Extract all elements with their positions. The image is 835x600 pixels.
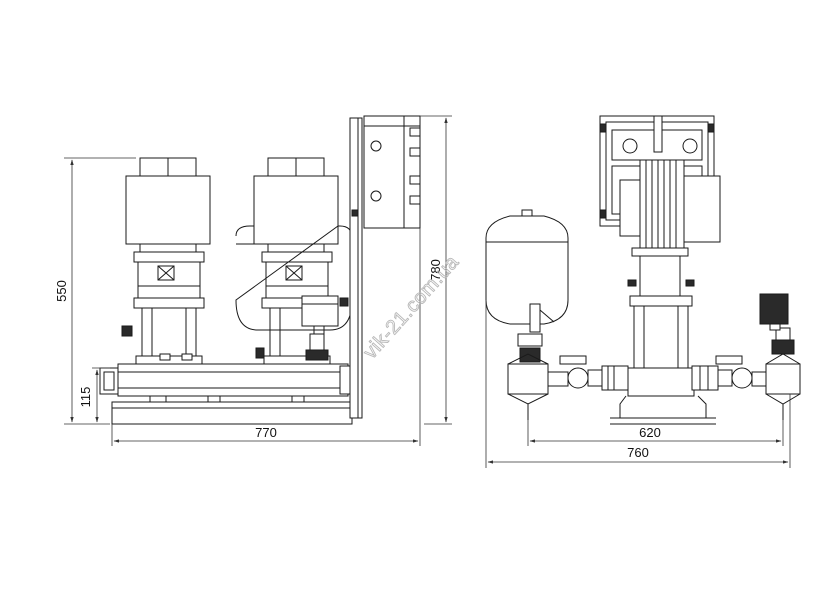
- dim-label-760: 760: [627, 445, 649, 460]
- dim-115: 115: [78, 367, 110, 423]
- side-view: 620 760: [485, 115, 801, 468]
- dim-770: 770: [111, 228, 421, 446]
- dim-780: 780: [420, 115, 452, 425]
- pressure-tank: [235, 225, 353, 331]
- pump-1: [121, 157, 211, 365]
- control-panel: [349, 115, 421, 419]
- pump-2: [253, 157, 339, 365]
- dim-label-770: 770: [255, 425, 277, 440]
- base-frame: [111, 401, 353, 425]
- dim-label-780: 780: [428, 259, 443, 281]
- dim-label-620: 620: [639, 425, 661, 440]
- side-right-piping: [691, 293, 801, 420]
- dim-label-115: 115: [78, 387, 93, 408]
- dim-label-550: 550: [54, 280, 69, 302]
- side-pump-body: [610, 255, 716, 425]
- dim-620: 620: [527, 420, 784, 446]
- side-tank: [485, 209, 569, 333]
- watermark-text: vik-21.com.ua: [359, 251, 463, 363]
- dim-760: 760: [485, 300, 791, 468]
- front-view: 550 115 770 780: [54, 115, 452, 446]
- dim-550: 550: [54, 157, 136, 425]
- side-motor: [619, 159, 721, 257]
- manifold: [99, 363, 353, 403]
- side-left-piping: [507, 333, 629, 420]
